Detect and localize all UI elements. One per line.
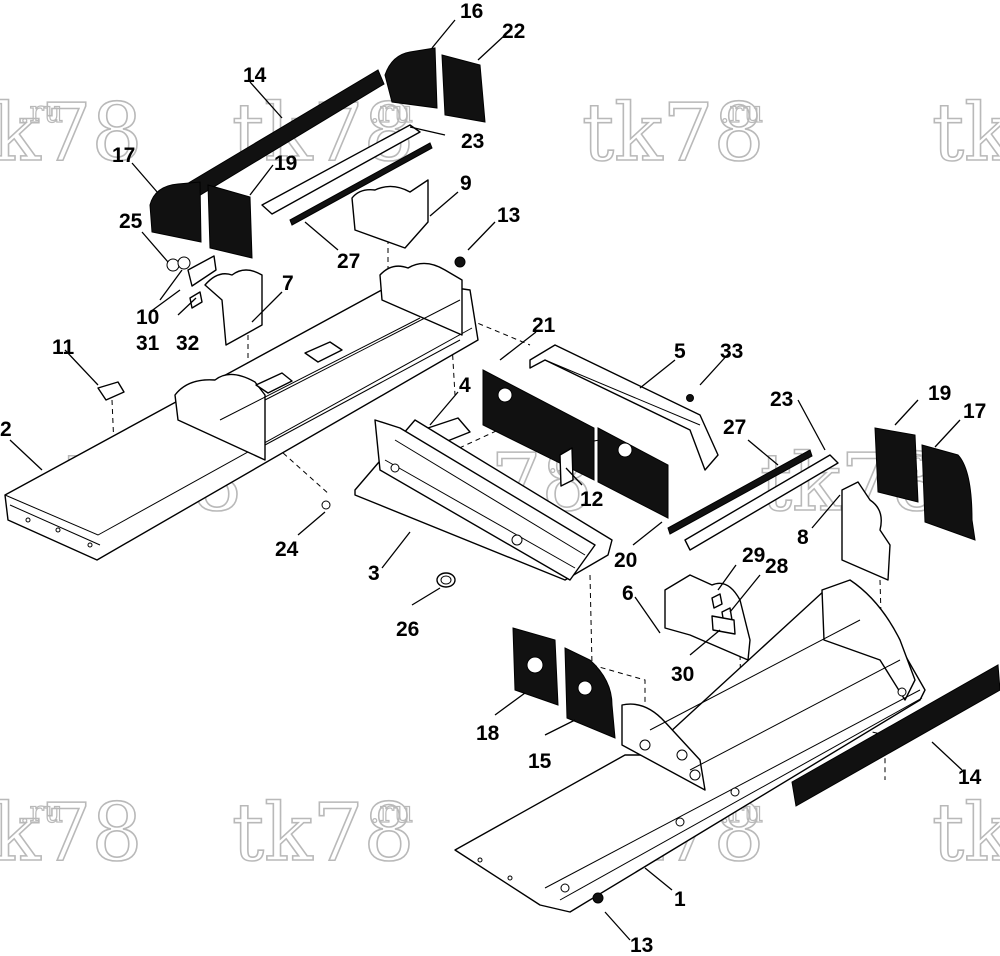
callout-4: 4 <box>459 374 471 397</box>
callout-14-lower: 14 <box>958 766 982 789</box>
watermark-suffix: .ru <box>20 795 63 830</box>
part-14-lower-seal-strip <box>791 664 1000 807</box>
callout-leaders <box>9 19 963 941</box>
part-19-pad <box>207 184 253 259</box>
part-25-washer <box>166 258 180 272</box>
callout-21: 21 <box>532 314 556 337</box>
part-25-washer <box>177 256 191 270</box>
part-26-grommet-hole <box>440 575 452 585</box>
callout-7: 7 <box>282 272 294 295</box>
callout-6: 6 <box>622 582 634 605</box>
part-17-pad <box>149 181 202 243</box>
part-18-hole <box>526 656 544 674</box>
part-6-bracket <box>664 574 751 661</box>
part-2-floor-tray <box>4 262 479 561</box>
callout-1: 1 <box>674 888 686 911</box>
callout-3: 3 <box>368 562 380 585</box>
part-15-hole <box>577 680 593 696</box>
callout-30: 30 <box>671 663 694 686</box>
callout-20: 20 <box>614 549 637 572</box>
callout-13-upper: 13 <box>497 204 520 227</box>
callout-32: 32 <box>176 332 199 355</box>
part-33-bolt <box>686 394 694 402</box>
part-23-top-bar <box>261 124 421 215</box>
callout-27-top: 27 <box>337 250 360 273</box>
part-27-top-strip <box>289 142 433 226</box>
callout-26: 26 <box>396 618 419 641</box>
callout-29: 29 <box>742 544 765 567</box>
watermark-text: tk78 <box>232 786 414 879</box>
part-13-bolt-lower <box>592 892 604 904</box>
part-7-bracket <box>204 269 263 346</box>
callout-12: 12 <box>580 488 603 511</box>
part-20-hole <box>617 442 633 458</box>
callout-33: 33 <box>720 340 743 363</box>
callout-13-lower: 13 <box>630 934 653 956</box>
watermark-text: tk78 <box>932 786 1000 879</box>
part-9-bracket <box>351 179 429 249</box>
part-21-hole <box>497 387 513 403</box>
watermark-text: tk78 <box>232 86 414 179</box>
part-29-label <box>711 593 723 609</box>
callout-15: 15 <box>528 750 552 773</box>
callout-5: 5 <box>674 340 686 363</box>
part-23-right-bar <box>684 454 839 551</box>
part-5-bracket <box>529 344 719 471</box>
callout-2: 2 <box>0 418 12 441</box>
watermark-suffix: .ru <box>20 95 63 130</box>
part-10-plate <box>187 255 217 287</box>
part-11-clip <box>97 381 125 401</box>
callout-19-left: 19 <box>274 152 297 175</box>
callout-23-right: 23 <box>770 388 793 411</box>
part-8-bracket <box>841 481 891 581</box>
part-1-floor-tray <box>454 579 926 913</box>
callout-22: 22 <box>502 20 525 43</box>
part-19-right-pad <box>874 427 919 503</box>
callout-14-upper: 14 <box>243 64 267 87</box>
callout-19-right: 19 <box>928 382 951 405</box>
part-13-bolt <box>454 256 466 268</box>
callout-8: 8 <box>797 526 809 549</box>
watermark-text: tk78 <box>0 786 142 879</box>
watermark-suffix: .ru <box>720 95 763 130</box>
part-22-pad <box>441 54 486 123</box>
part-16-pad <box>384 47 438 109</box>
part-24-washer <box>321 500 331 510</box>
callout-31: 31 <box>136 332 160 355</box>
callout-17-left: 17 <box>112 144 135 167</box>
callout-18: 18 <box>476 722 500 745</box>
callout-23-top: 23 <box>461 130 484 153</box>
part-30-label <box>711 615 736 635</box>
callout-27-right: 27 <box>723 416 746 439</box>
callout-24: 24 <box>275 538 299 561</box>
watermark-text: tk78 <box>932 86 1000 179</box>
callout-28: 28 <box>765 555 789 578</box>
callout-25: 25 <box>119 210 143 233</box>
part-32-clip <box>189 291 203 309</box>
callout-16: 16 <box>460 0 483 23</box>
watermark-suffix: .ru <box>370 795 413 830</box>
part-3-channel <box>354 419 613 581</box>
part-17-right-pad <box>921 444 976 541</box>
watermark-text: tk78 <box>582 86 764 179</box>
part-12-clip <box>559 447 574 487</box>
watermark-text: tk78 <box>0 86 142 179</box>
callout-11: 11 <box>52 336 75 359</box>
callout-9: 9 <box>460 172 472 195</box>
part-27-right-strip <box>667 449 813 535</box>
part-20-panel <box>597 427 669 519</box>
callout-10: 10 <box>136 306 159 329</box>
callout-17-right: 17 <box>963 400 986 423</box>
